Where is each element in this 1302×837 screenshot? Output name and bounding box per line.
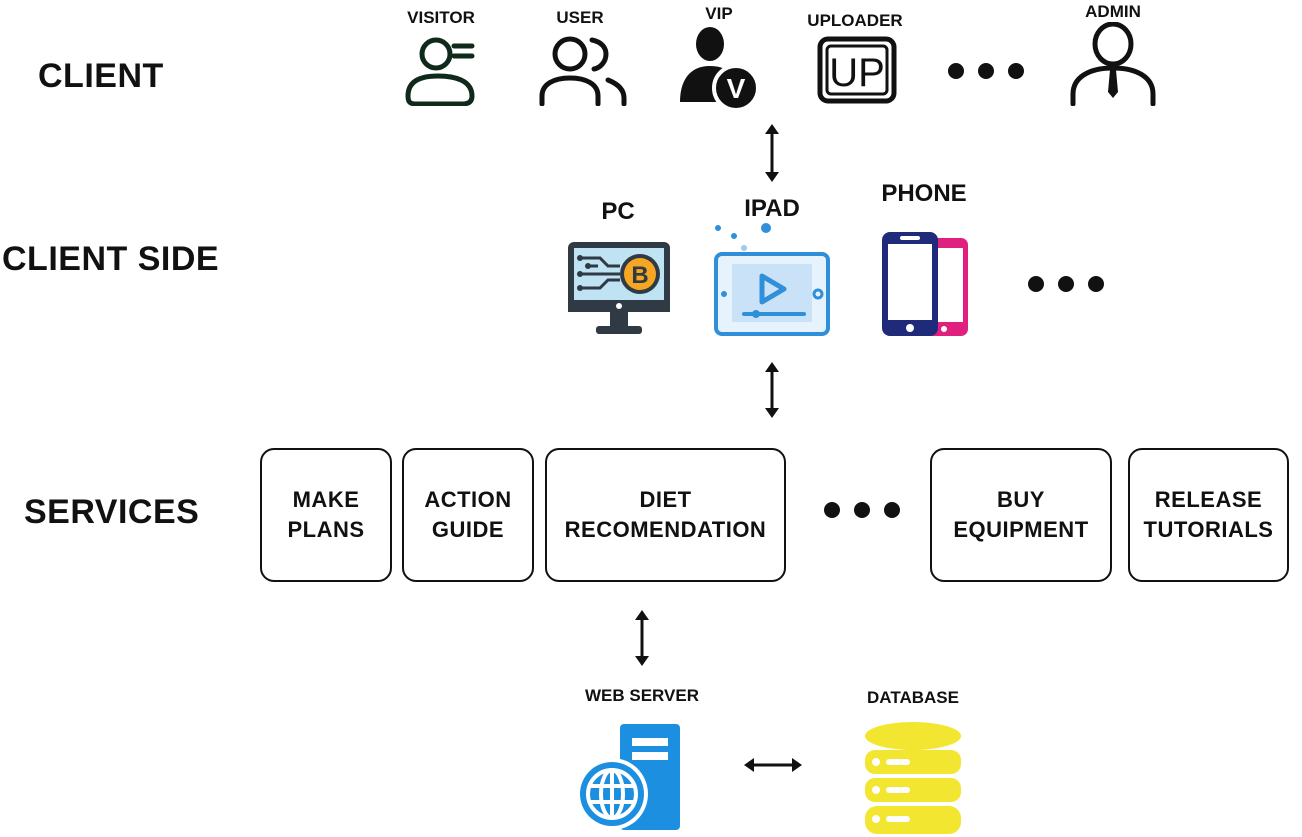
pc-monitor-icon: B	[568, 242, 670, 334]
service-action-guide: ACTION GUIDE	[402, 448, 534, 582]
service-make-plans: MAKE PLANS	[260, 448, 392, 582]
service-make-plans-label: MAKE PLANS	[287, 487, 365, 542]
role-label-uploader: UPLOADER	[807, 11, 903, 30]
upload-icon: UP	[817, 36, 897, 104]
device-label-phone: PHONE	[881, 180, 967, 207]
device-label-pc: PC	[601, 198, 635, 225]
arrow-devices-services-icon	[765, 362, 779, 418]
service-diet-recommendation: DIET RECOMENDATION	[545, 448, 786, 582]
service-release-tutorials: RELEASE TUTORIALS	[1128, 448, 1289, 582]
database-icon	[865, 722, 961, 834]
roles-ellipsis-icon	[948, 63, 1024, 79]
service-buy-equipment: BUY EQUIPMENT	[930, 448, 1112, 582]
section-label-client: CLIENT	[38, 57, 164, 95]
arrow-services-webserver-icon	[635, 610, 649, 666]
service-buy-equipment-label: BUY EQUIPMENT	[953, 487, 1089, 542]
vip-badge-text: V	[727, 73, 746, 104]
device-label-ipad: IPAD	[744, 195, 800, 222]
role-label-vip: VIP	[705, 4, 733, 23]
arrow-webserver-database-icon	[744, 758, 802, 772]
svg-text:B: B	[631, 262, 648, 289]
users-icon	[539, 36, 627, 106]
section-label-services: SERVICES	[24, 493, 200, 531]
upload-icon-text: UP	[829, 51, 885, 95]
service-diet-recommendation-label: DIET RECOMENDATION	[564, 487, 767, 542]
devices-ellipsis-icon	[1028, 276, 1104, 292]
visitor-icon	[405, 37, 475, 106]
services-ellipsis-icon	[824, 502, 900, 518]
service-action-guide-label: ACTION GUIDE	[424, 487, 512, 542]
database-label: DATABASE	[867, 688, 959, 707]
section-label-client-side: CLIENT SIDE	[2, 240, 220, 278]
role-label-user: USER	[556, 8, 604, 27]
admin-icon	[1070, 22, 1156, 106]
role-label-visitor: VISITOR	[407, 8, 475, 27]
role-label-admin: ADMIN	[1085, 2, 1141, 21]
web-server-label: WEB SERVER	[585, 686, 699, 705]
web-server-icon	[576, 724, 680, 830]
phone-icon	[882, 232, 968, 336]
tablet-video-icon	[714, 223, 830, 336]
arrow-roles-devices-icon	[765, 124, 779, 182]
vip-icon: V	[680, 27, 760, 112]
service-release-tutorials-label: RELEASE TUTORIALS	[1143, 487, 1274, 542]
